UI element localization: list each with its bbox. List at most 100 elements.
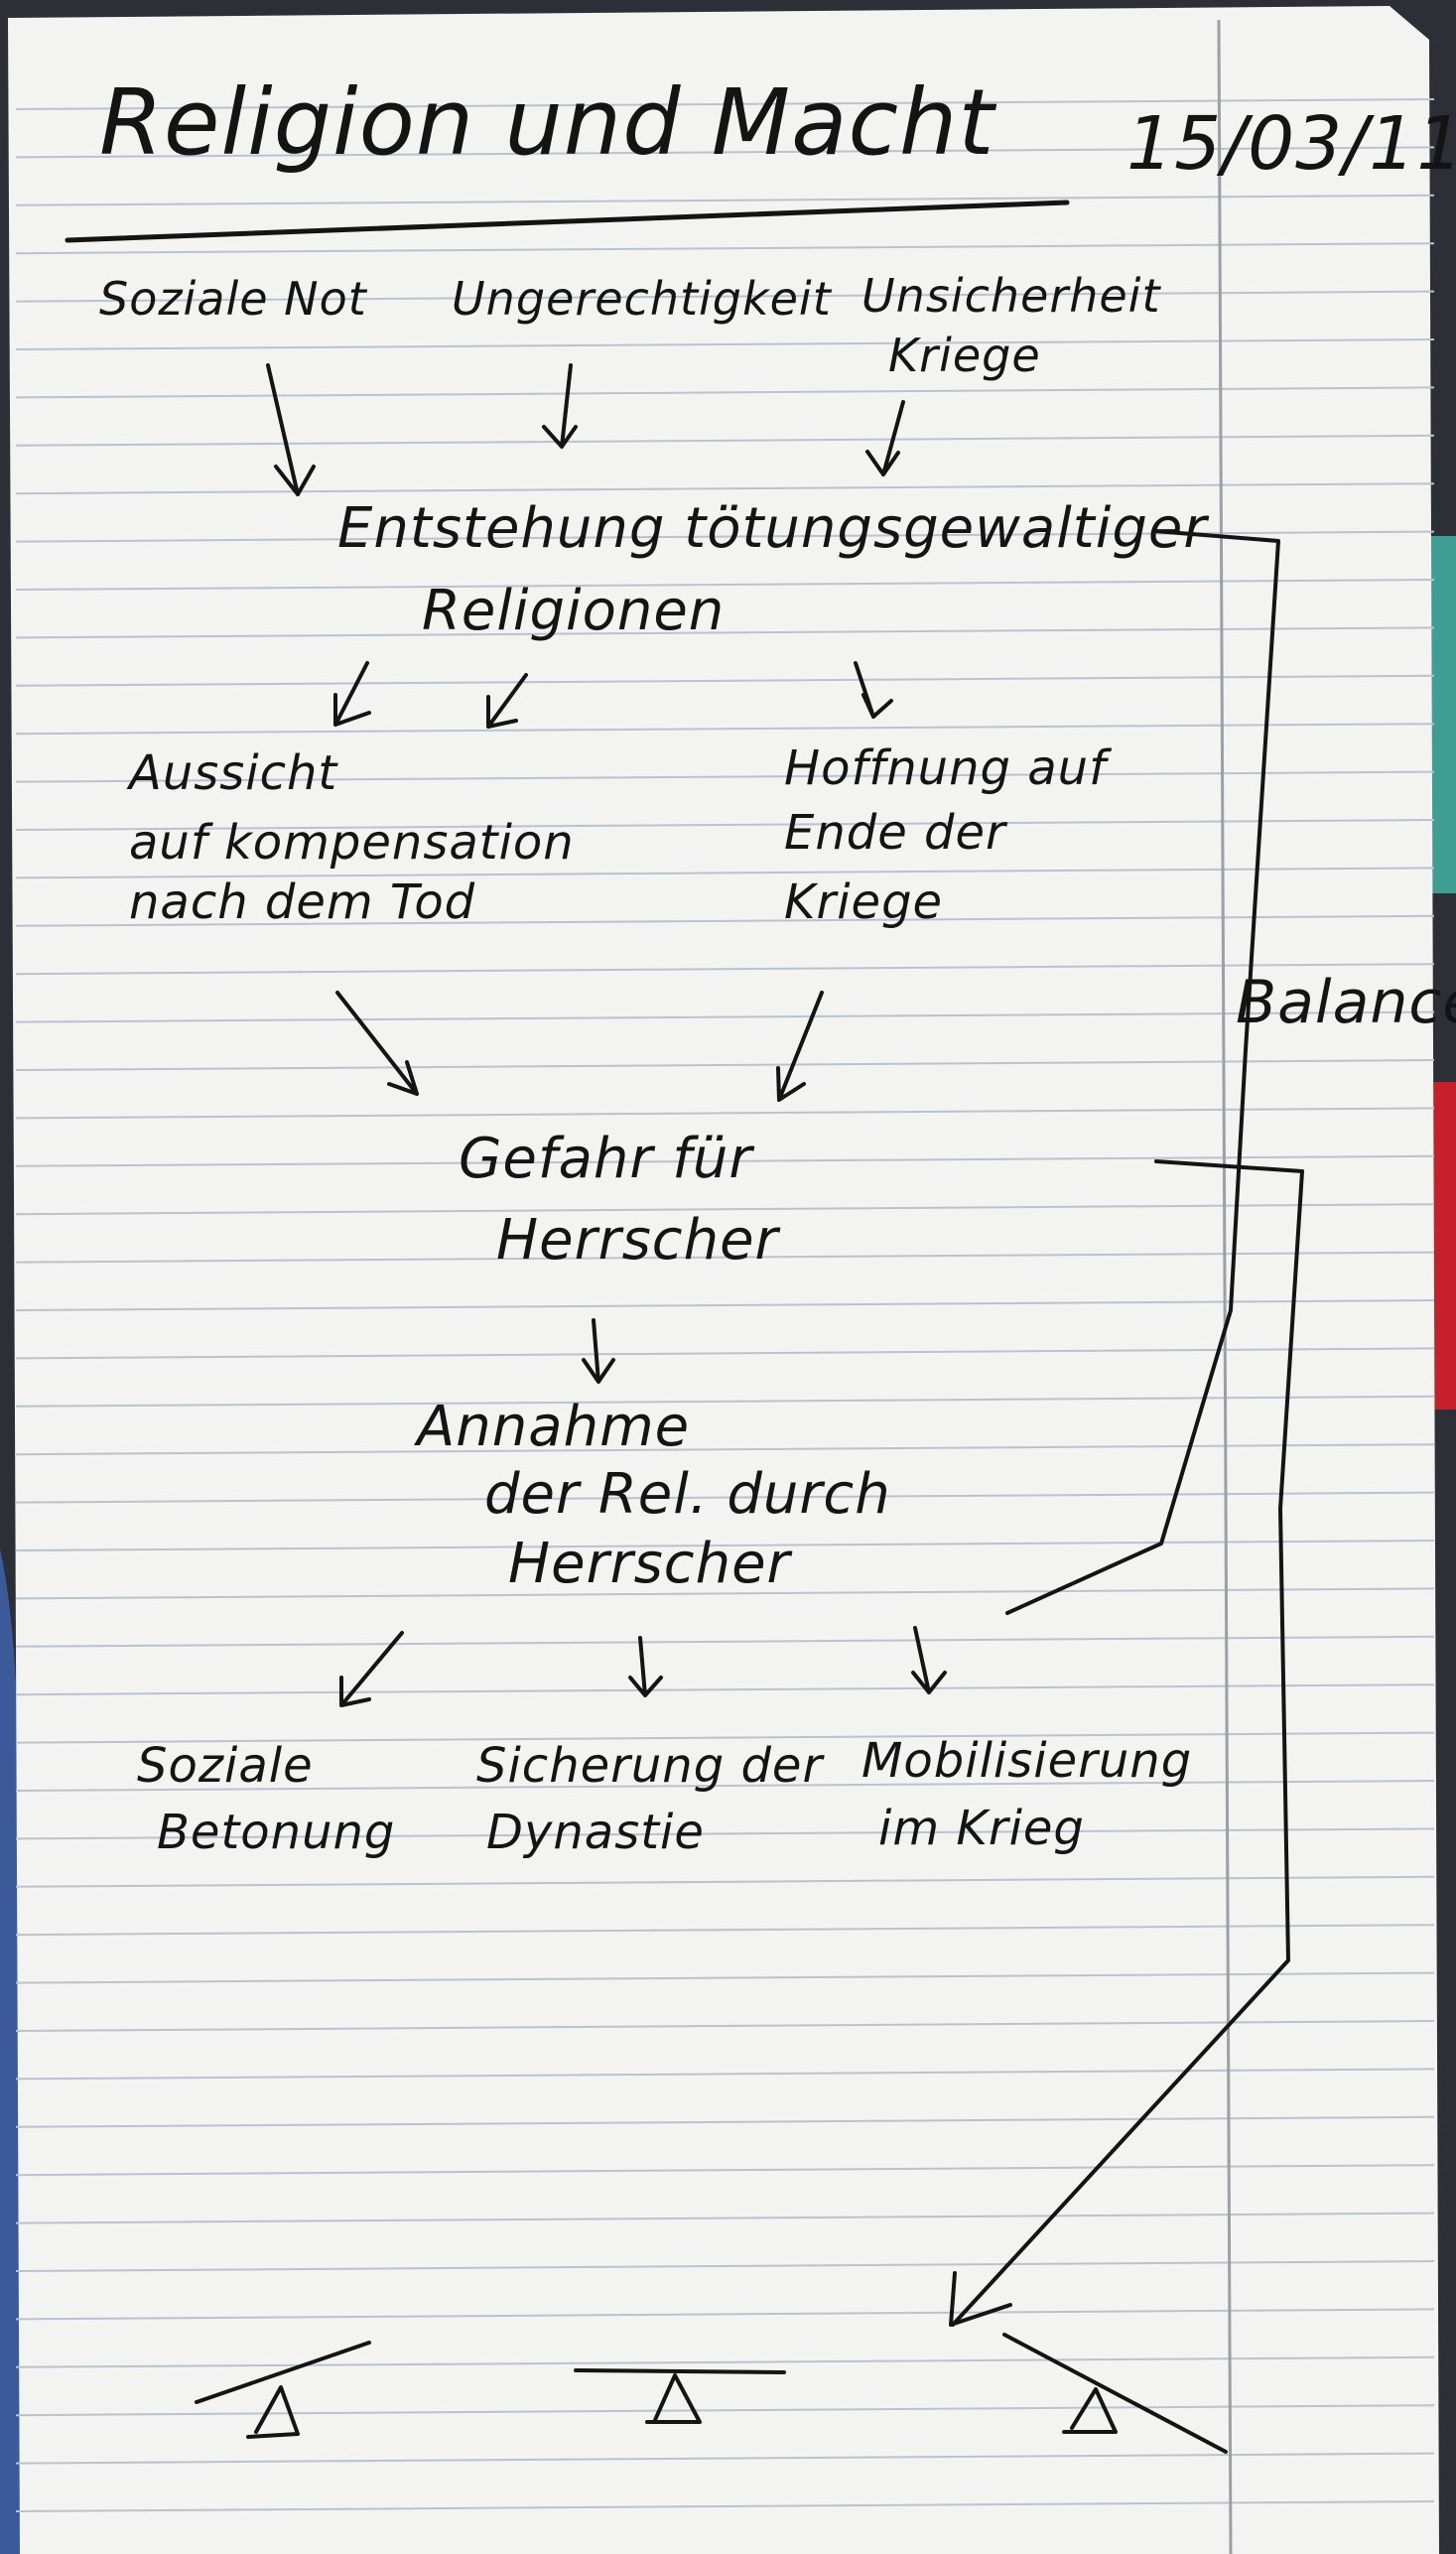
annahme-line-3: Herrscher	[508, 1532, 791, 1596]
ruled-line	[15, 2115, 1435, 2128]
balance-bracket	[1005, 529, 1280, 1615]
ruled-line	[15, 674, 1435, 687]
ruled-line	[15, 194, 1435, 206]
balance-arrow	[951, 1159, 1304, 2327]
annahme-line-1: Annahme	[417, 1395, 691, 1459]
ruled-line	[15, 819, 1435, 831]
ruled-line	[15, 2404, 1435, 2417]
ruled-line	[15, 1010, 1435, 1023]
ruled-line	[15, 2020, 1435, 2032]
ruled-line	[15, 1395, 1435, 1408]
arrows	[195, 363, 1304, 2454]
cause-unsicherheit: Unsicherheit	[861, 269, 1161, 323]
ruled-line	[15, 1587, 1435, 1600]
ruled-line	[15, 2308, 1435, 2321]
cause-ungerechtigkeit: Ungerechtigkeit	[452, 272, 832, 326]
ruled-line	[15, 338, 1435, 350]
annahme-line-2: der Rel. durch	[484, 1462, 891, 1527]
ruled-line	[15, 770, 1435, 783]
ruled-line	[15, 1059, 1435, 1071]
ruled-line	[15, 2500, 1435, 2512]
ruled-line	[15, 1107, 1435, 1120]
ruled-line	[15, 1635, 1435, 1648]
ruled-line	[15, 963, 1435, 976]
outcome-soziale-line-2: Betonung	[157, 1805, 396, 1860]
aussicht-line-1: Aussicht	[129, 745, 338, 801]
outcome-sicherung-line-1: Sicherung der	[476, 1738, 824, 1794]
aussicht-line-2: auf kompensation	[129, 815, 575, 871]
arrow-ungerechtigkeit	[542, 363, 578, 449]
ruled-lines	[15, 98, 1435, 2512]
page-date: 15/03/11	[1126, 101, 1456, 187]
ruled-line	[15, 867, 1435, 879]
outcome-soziale-line-1: Soziale	[137, 1738, 314, 1794]
ruled-line	[15, 1154, 1435, 1167]
ruled-line	[15, 482, 1435, 495]
ruled-line	[15, 723, 1435, 736]
scale-center	[574, 2368, 786, 2424]
ruled-line	[15, 1299, 1435, 1311]
ruled-line	[15, 1827, 1435, 1840]
ruled-line	[15, 1251, 1435, 1264]
outcome-sicherung-line-2: Dynastie	[486, 1805, 705, 1860]
ruled-line	[15, 434, 1435, 447]
cause-soziale-not: Soziale Not	[99, 272, 367, 326]
arrow-to-soziale	[339, 1631, 404, 1707]
outcome-mobilisierung-line-1: Mobilisierung	[861, 1733, 1193, 1789]
arrow-to-mobilisierung	[911, 1626, 947, 1694]
teal-tab	[1429, 536, 1456, 893]
ruled-line	[15, 1875, 1435, 1888]
margin-line	[1217, 19, 1233, 2554]
hoffnung-line-2: Ende der	[784, 805, 1006, 861]
arrow-to-religionen-left	[486, 673, 528, 729]
ruled-line	[15, 2452, 1435, 2465]
scale-right	[1002, 2333, 1228, 2454]
ruled-line	[15, 1443, 1435, 1456]
ruled-line	[15, 1971, 1435, 1984]
arrow-aussicht-to-gefahr	[335, 991, 419, 1096]
scale-left	[195, 2341, 371, 2439]
origin-line-2: Religionen	[422, 579, 726, 643]
ruled-line	[15, 1203, 1435, 1216]
ruled-line	[15, 2355, 1435, 2368]
title-underline	[65, 200, 1070, 243]
ruled-line	[15, 1683, 1435, 1696]
ruled-line	[15, 98, 1435, 110]
aussicht-line-3: nach dem Tod	[129, 874, 476, 930]
ruled-line	[15, 146, 1435, 159]
ruled-line	[15, 386, 1435, 399]
hoffnung-line-3: Kriege	[784, 874, 944, 930]
ruled-line	[15, 2212, 1435, 2224]
outcome-mobilisierung-line-2: im Krieg	[878, 1801, 1085, 1856]
ruled-line	[15, 1780, 1435, 1792]
arrow-kriege-to-gefahr	[776, 991, 824, 1102]
gefahr-line-1: Gefahr für	[459, 1127, 753, 1191]
cause-kriege: Kriege	[888, 329, 1041, 382]
ruled-line	[15, 290, 1435, 303]
arrow-soziale-not	[266, 363, 316, 496]
ruled-line	[15, 1347, 1435, 1360]
balance-arrowhead	[949, 2271, 1012, 2327]
ruled-line	[15, 2164, 1435, 2177]
arrow-to-aussicht	[333, 661, 371, 727]
arrow-gefahr-to-annahme	[582, 1318, 615, 1384]
paper	[8, 6, 1439, 2554]
balance-label: Balance	[1236, 968, 1456, 1037]
ruled-line	[15, 2260, 1435, 2272]
hoffnung-line-1: Hoffnung auf	[784, 740, 1107, 796]
gefahr-line-2: Herrscher	[496, 1208, 779, 1273]
ruled-line	[15, 1540, 1435, 1551]
origin-line-1: Entstehung tötungsgewaltiger	[337, 496, 1208, 561]
ruled-line	[15, 914, 1435, 927]
ruled-line	[15, 242, 1435, 255]
arrow-to-sicherung	[628, 1636, 663, 1697]
arrow-to-hoffnung	[854, 661, 893, 719]
page-title: Religion und Macht	[99, 69, 995, 176]
ruled-line	[15, 626, 1435, 639]
ruled-line	[15, 579, 1435, 591]
ruled-line	[15, 2068, 1435, 2081]
ruled-line	[15, 1924, 1435, 1937]
arrow-kriege	[865, 400, 905, 476]
